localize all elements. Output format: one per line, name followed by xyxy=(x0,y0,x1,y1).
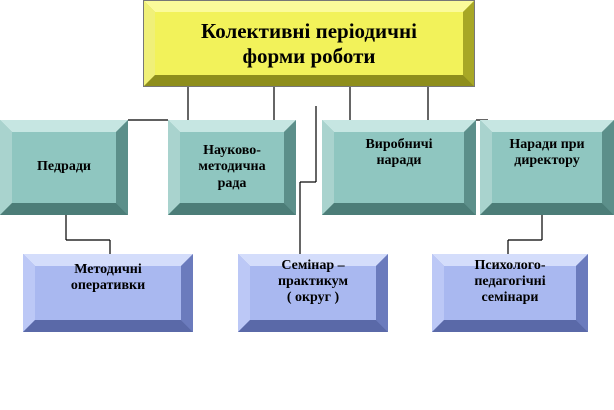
box-metodychni-operatyvky: Методичні оперативки xyxy=(23,254,193,332)
box-pedrady: Педради xyxy=(0,120,128,215)
box-metod-label: Методичні оперативки xyxy=(70,261,146,293)
box-psych-label: Психолого- педагогічні семінари xyxy=(474,257,546,306)
box-metod-bevel xyxy=(23,254,193,332)
box-pedrady-bevel xyxy=(0,120,128,215)
title-box: Колективні періодичні форми роботи xyxy=(143,0,475,87)
box-psych-bevel xyxy=(432,254,588,332)
box-seminar-bevel xyxy=(238,254,388,332)
title-bevel xyxy=(143,0,475,87)
box-vyrob-label: Виробничі наради xyxy=(365,136,433,168)
box-seminar-praktykum: Семінар – практикум ( округ ) xyxy=(238,254,388,332)
box-narady-label: Наради при директору xyxy=(509,136,585,168)
box-narady-bevel xyxy=(480,120,614,215)
title-text: Колективні періодичні форми роботи xyxy=(201,19,417,68)
box-nmr-bevel xyxy=(168,120,296,215)
box-psykholoho-pedahohichni-seminary: Психолого- педагогічні семінари xyxy=(432,254,588,332)
box-narady-pry-dyrektoru: Наради при директору xyxy=(480,120,614,215)
box-pedrady-label: Педради xyxy=(37,159,91,175)
box-vyrob-bevel xyxy=(322,120,476,215)
box-seminar-label: Семінар – практикум ( округ ) xyxy=(277,257,349,306)
box-nmr-label: Науково- методична рада xyxy=(198,143,266,191)
box-naukovo-metodychna-rada: Науково- методична рада xyxy=(168,120,296,215)
box-vyrobnychi-narady: Виробничі наради xyxy=(322,120,476,215)
